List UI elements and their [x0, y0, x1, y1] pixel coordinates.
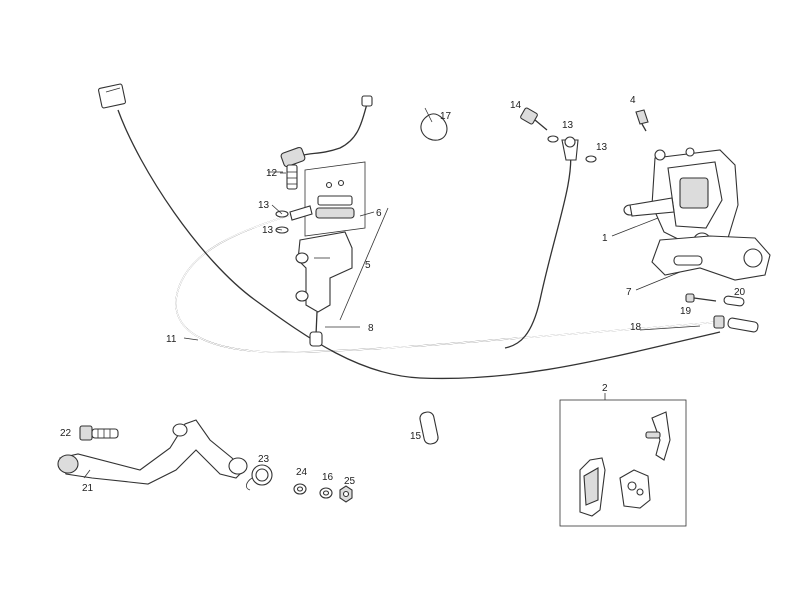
callout-4: 4 — [630, 95, 636, 106]
callout-22: 22 — [60, 428, 72, 439]
part-17-hose-clip — [420, 107, 448, 141]
part-7-caliper-bracket — [651, 235, 771, 281]
master-cylinder-body — [297, 231, 353, 313]
diaphragm — [315, 207, 355, 219]
callout-1: 1 — [602, 233, 608, 244]
washer-13-a — [547, 135, 559, 143]
part-1-brake-caliper — [623, 147, 739, 248]
switch-wire — [299, 95, 373, 157]
callout-14: 14 — [510, 100, 522, 111]
part-23-return-spring — [246, 464, 273, 491]
callout-24: 24 — [296, 467, 308, 478]
hose-end-fitting-18 — [713, 315, 759, 333]
pad-kit-box — [559, 399, 687, 527]
callout-12: 12 — [266, 168, 278, 179]
callout-16: 16 — [322, 472, 334, 483]
pad-spring — [651, 411, 671, 461]
wire-plug — [361, 95, 373, 107]
callout-13-top: 13 — [562, 120, 574, 131]
callout-2: 2 — [602, 383, 608, 394]
pushrod-clevis — [309, 331, 323, 347]
callout-11: 11 — [166, 334, 177, 345]
callout-13-left-upper: 13 — [258, 200, 270, 211]
master-cylinder-assembly — [295, 161, 389, 347]
callout-13-right: 13 — [596, 142, 608, 153]
brake-hose-upper — [504, 136, 579, 349]
part-14-banjo-bolt — [520, 107, 548, 131]
callout-leader-lines — [183, 172, 701, 341]
brake-hose-11 — [175, 211, 717, 353]
part-2-brake-pad-kit — [559, 393, 687, 527]
part-4-bleed-screw — [635, 109, 649, 132]
callout-20: 20 — [734, 287, 746, 298]
callout-25: 25 — [344, 476, 356, 487]
callout-6: 6 — [376, 208, 382, 219]
callout-8: 8 — [368, 323, 374, 334]
washers-13-left — [271, 204, 313, 234]
part-15-pin — [419, 411, 439, 445]
brake-light-switch-cable — [98, 83, 721, 380]
callout-15: 15 — [410, 431, 422, 442]
part-25-nut-hole — [342, 490, 350, 498]
callout-7: 7 — [626, 287, 632, 298]
part-19-slide-pin — [685, 293, 717, 303]
part-12-brake-switch — [268, 146, 306, 190]
reservoir-cap — [317, 195, 353, 206]
part-22-pivot-bolt — [79, 425, 119, 441]
part-24-washer-hole — [296, 486, 304, 492]
part-16-washer-hole — [322, 490, 330, 496]
cable-connector — [98, 83, 126, 109]
callout-21: 21 — [82, 483, 94, 494]
callout-23: 23 — [258, 454, 270, 465]
callout-17: 17 — [440, 111, 452, 122]
callout-19: 19 — [680, 306, 692, 317]
callout-13-left-lower: 13 — [262, 225, 274, 236]
callout-labels: 1 2 4 5 6 7 8 11 12 13 13 13 13 14 15 16… — [60, 95, 746, 494]
part-20-bush — [723, 295, 745, 307]
washer-13-b — [585, 155, 597, 163]
callout-18: 18 — [630, 322, 642, 333]
part-21-brake-pedal — [57, 419, 248, 485]
callout-5: 5 — [365, 260, 371, 271]
